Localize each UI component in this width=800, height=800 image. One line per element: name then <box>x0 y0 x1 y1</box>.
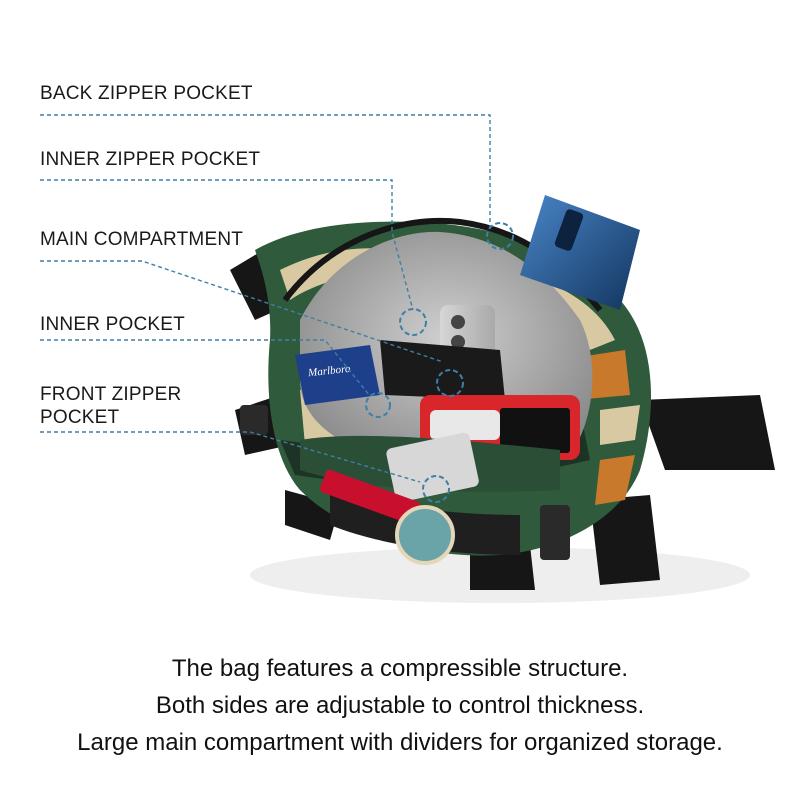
marker-inner-pocket <box>365 392 391 418</box>
front-pocket-card <box>386 432 479 503</box>
marker-inner-zipper <box>399 308 427 336</box>
leader-front-zipper <box>40 431 421 483</box>
leader-inner-pocket <box>40 339 371 397</box>
callout-main-compartment: MAIN COMPARTMENT <box>40 229 244 250</box>
leader-inner-zipper <box>40 179 414 311</box>
caption: The bag features a compressible structur… <box>0 650 800 761</box>
callout-front-zipper-pocket: FRONT ZIPPER POCKET <box>40 383 181 429</box>
marker-main-compartment <box>436 369 464 397</box>
marker-back-zipper <box>486 222 514 250</box>
marker-front-zipper <box>422 475 450 503</box>
caption-line-2: Both sides are adjustable to control thi… <box>155 692 645 719</box>
red-patch <box>320 469 420 525</box>
callout-front-zipper-line2: POCKET <box>40 407 120 428</box>
callout-leader-lines <box>40 114 491 483</box>
wallet <box>380 340 505 400</box>
leader-main-compartment <box>40 260 444 363</box>
callout-back-zipper-pocket: BACK ZIPPER POCKET <box>40 83 253 104</box>
caption-line-1: The bag features a compressible structur… <box>171 655 629 682</box>
phone-back-pocket <box>520 195 640 310</box>
leader-back-zipper <box>40 114 491 232</box>
multi-tool <box>430 410 500 440</box>
round-patch <box>395 505 455 565</box>
callout-markers <box>365 222 514 503</box>
buckle-left <box>240 405 268 435</box>
caption-line-3: Large main compartment with dividers for… <box>77 729 723 756</box>
callout-inner-zipper-pocket: INNER ZIPPER POCKET <box>40 149 261 170</box>
buckle-right <box>540 505 570 560</box>
callout-inner-pocket: INNER POCKET <box>40 314 185 335</box>
callout-front-zipper-line1: FRONT ZIPPER <box>40 384 182 405</box>
brand-tag: Marlboro <box>307 363 352 380</box>
cigarette-pack: Marlboro <box>295 345 380 405</box>
